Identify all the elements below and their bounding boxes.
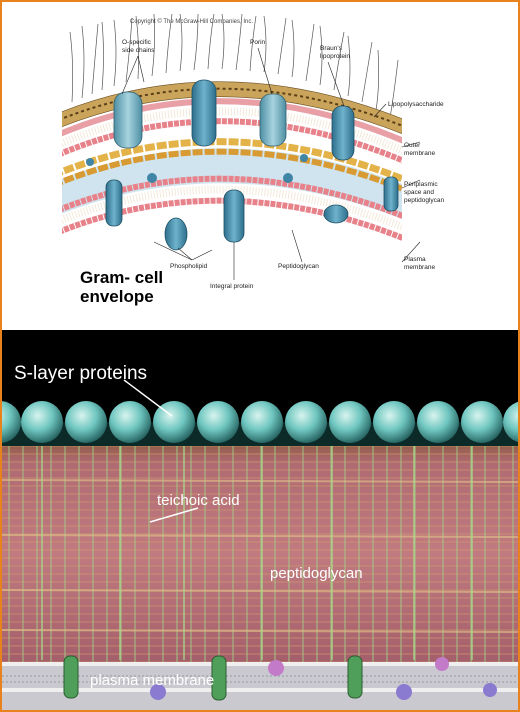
label-porin: Porin	[250, 39, 266, 46]
teichoic-leader	[149, 507, 199, 523]
label-integral-protein: Integral protein	[210, 283, 254, 290]
label-plasma-membrane: membrane	[404, 264, 435, 271]
outer-membrane-outer-leaflet	[62, 98, 402, 144]
label-o-specific: O-specific	[122, 39, 152, 46]
label-plasma-membrane: plasma membrane	[90, 672, 214, 689]
envelope-layers	[62, 13, 402, 241]
s-layer-wall-illustration: S-layer proteins teichoic acid peptidogl…	[2, 330, 518, 710]
porin-right	[259, 93, 287, 147]
membrane-proteins	[86, 79, 399, 251]
top-labels: O-specific side chains Porin Braun's lip…	[122, 39, 444, 290]
copyright-text: Copyright © The McGraw-Hill Companies, I…	[130, 18, 253, 25]
label-space-and: space and	[404, 189, 434, 196]
gram-negative-svg: Copyright © The McGraw-Hill Companies, I…	[62, 13, 444, 306]
title-line-1: Gram- cell	[80, 268, 163, 287]
s-layer-leader	[123, 379, 173, 417]
integral-protein-2	[164, 217, 188, 251]
membrane-proteins-bottom	[63, 655, 497, 701]
label-peptidoglycan: peptidoglycan	[270, 565, 363, 582]
teichoic-acid-strands	[41, 440, 473, 660]
label-brauns: Braun's	[320, 45, 343, 52]
label-lipopolysaccharide: Lipopolysaccharide	[388, 101, 444, 108]
s-layer-proteins	[2, 401, 518, 443]
label-plasma: Plasma	[404, 256, 426, 263]
periplasmic-protein	[323, 204, 349, 224]
title-line-2: envelope	[80, 287, 154, 306]
plasma-membrane-band	[2, 662, 518, 710]
label-lipoprotein: lipoprotein	[320, 53, 350, 60]
gram-negative-envelope-diagram: Copyright © The McGraw-Hill Companies, I…	[2, 2, 518, 324]
plasma-membrane-outer-leaflet	[62, 175, 402, 219]
integral-protein-4	[383, 176, 399, 212]
label-phospholipid: Phospholipid	[170, 263, 208, 270]
outer-membrane-inner-leaflet	[62, 118, 402, 164]
outer-membrane-protein	[191, 79, 217, 147]
label-s-layer-proteins: S-layer proteins	[14, 363, 147, 384]
outer-protein-right	[331, 105, 355, 161]
o-specific-side-chains	[69, 13, 399, 119]
label-peptidoglycan-bottom: Peptidoglycan	[278, 263, 319, 270]
label-outer: Outer	[404, 142, 421, 149]
periplasm-band	[62, 148, 402, 219]
integral-protein-3	[223, 189, 245, 243]
porin-left	[113, 91, 143, 149]
label-outer-membrane: membrane	[404, 150, 435, 157]
label-teichoic-acid: teichoic acid	[157, 492, 240, 509]
integral-protein-1	[105, 179, 123, 227]
leader-lines	[121, 47, 421, 280]
label-peri-peptidoglycan: peptidoglycan	[404, 197, 444, 204]
label-periplasmic: Periplasmic	[404, 181, 438, 188]
label-side-chains: side chains	[122, 47, 155, 54]
s-layer-svg: S-layer proteins teichoic acid peptidogl…	[2, 363, 518, 710]
